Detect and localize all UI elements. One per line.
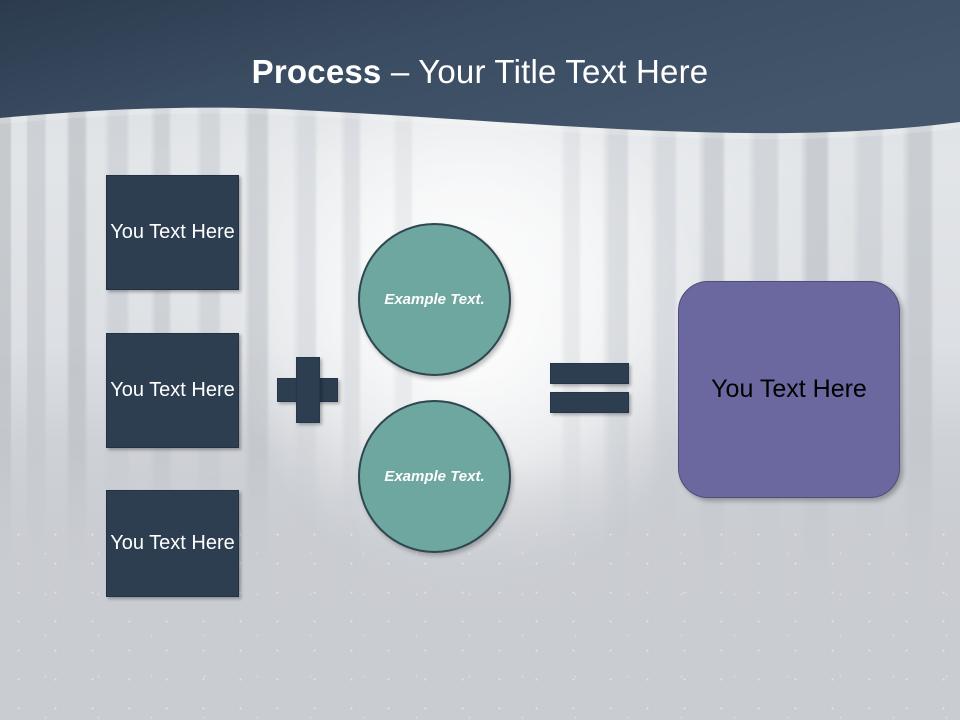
header-banner xyxy=(0,0,960,140)
circle-2[interactable]: Example Text. xyxy=(358,400,511,553)
result-box-label: You Text Here xyxy=(711,375,867,403)
input-box-2[interactable]: You Text Here xyxy=(106,333,239,448)
page-title: Process – Your Title Text Here xyxy=(0,52,960,92)
input-box-3-label: You Text Here xyxy=(110,532,235,554)
input-box-2-label: You Text Here xyxy=(110,379,235,401)
circle-2-label: Example Text. xyxy=(384,467,485,485)
plus-icon-vertical-bar xyxy=(296,357,320,423)
plus-icon xyxy=(277,357,338,423)
circle-1-label: Example Text. xyxy=(384,290,485,308)
equals-icon-top-bar xyxy=(550,363,629,384)
page-title-bold: Process xyxy=(251,53,382,90)
input-box-1-label: You Text Here xyxy=(110,221,235,243)
page-title-rest: Your Title Text Here xyxy=(418,53,709,90)
equals-icon-bottom-bar xyxy=(550,392,629,413)
circle-1[interactable]: Example Text. xyxy=(358,223,511,376)
page-title-separator: – xyxy=(381,53,419,90)
result-box[interactable]: You Text Here xyxy=(678,281,900,498)
input-box-1[interactable]: You Text Here xyxy=(106,175,239,290)
input-box-3[interactable]: You Text Here xyxy=(106,490,239,597)
equals-icon xyxy=(550,363,629,413)
